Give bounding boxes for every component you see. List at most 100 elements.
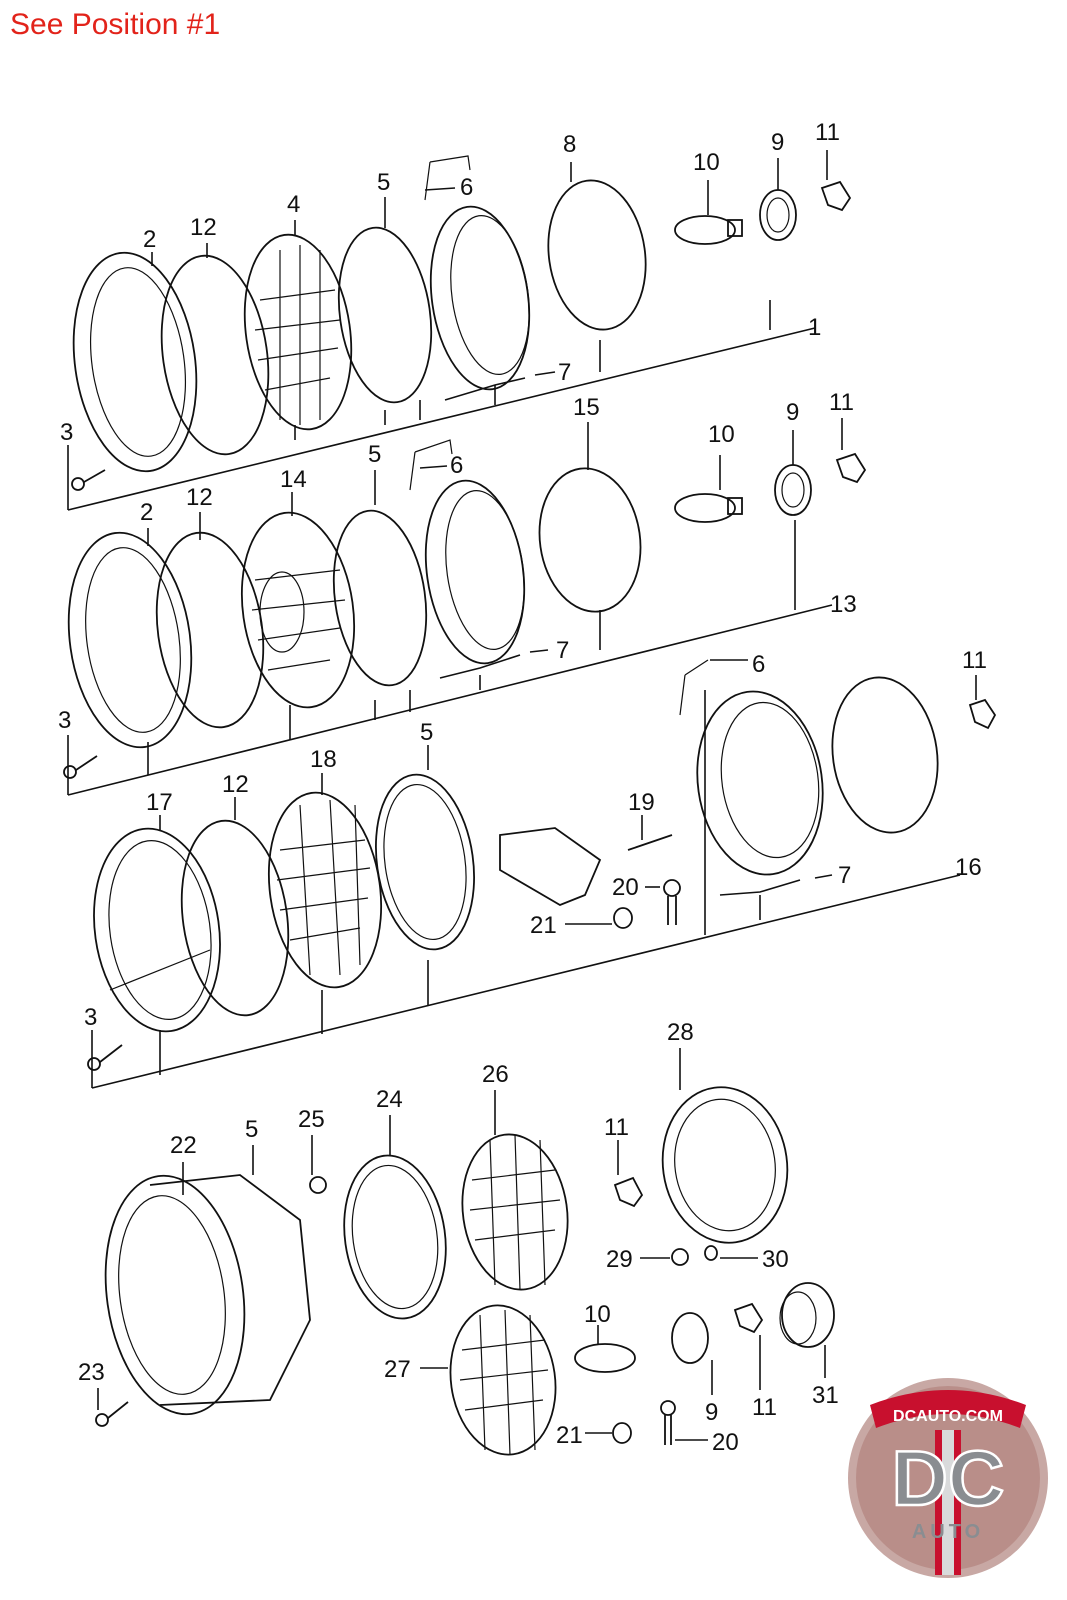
callout-11: 11 bbox=[815, 119, 840, 146]
page-title: See Position #1 bbox=[10, 8, 221, 41]
adjuster-19 bbox=[627, 834, 673, 851]
sealed-beam-27 bbox=[449, 1304, 557, 1456]
row-3-assembly bbox=[87, 659, 997, 1089]
seal-12c bbox=[180, 819, 290, 1017]
bulb-10c bbox=[574, 1343, 636, 1373]
callout-5: 5 bbox=[420, 719, 433, 746]
callout-1: 1 bbox=[808, 314, 821, 341]
seal-5c bbox=[375, 773, 475, 951]
callout-5: 5 bbox=[368, 441, 381, 468]
seal-12b bbox=[155, 531, 265, 729]
reflector-16 bbox=[831, 676, 939, 834]
callout-15: 15 bbox=[573, 394, 600, 421]
callout-19: 19 bbox=[628, 789, 655, 816]
reflector-8 bbox=[547, 179, 647, 331]
callout-4: 4 bbox=[287, 191, 300, 218]
row-2-assembly bbox=[63, 418, 867, 796]
callout-21: 21 bbox=[530, 912, 557, 939]
dcauto-logo: DCAUTO.COM DC AUTO bbox=[848, 1378, 1048, 1578]
callout-11: 11 bbox=[752, 1394, 777, 1421]
callout-7: 7 bbox=[558, 359, 571, 386]
bezel-22 bbox=[104, 1174, 246, 1416]
bracket-19 bbox=[499, 827, 602, 906]
sealed-beam-26 bbox=[461, 1133, 569, 1291]
seal-5d bbox=[149, 1174, 311, 1406]
callout-6: 6 bbox=[460, 174, 473, 201]
clip-11e bbox=[733, 1302, 764, 1334]
mount-28 bbox=[661, 1086, 789, 1244]
baseline-row-2 bbox=[67, 604, 833, 796]
callout-2: 2 bbox=[140, 499, 153, 526]
callout-30: 30 bbox=[762, 1246, 789, 1273]
reflector-15 bbox=[538, 467, 642, 613]
callout-29: 29 bbox=[606, 1246, 633, 1273]
screw-20b bbox=[660, 1400, 676, 1416]
callout-9: 9 bbox=[705, 1399, 718, 1426]
clip-11d bbox=[613, 1176, 644, 1208]
callout-6: 6 bbox=[450, 452, 463, 479]
clip-11c bbox=[968, 698, 997, 730]
callout-10: 10 bbox=[584, 1301, 611, 1328]
housing-6c bbox=[696, 690, 824, 876]
callout-3: 3 bbox=[60, 419, 73, 446]
screw-3c bbox=[99, 1044, 123, 1063]
callout-11: 11 bbox=[962, 647, 987, 674]
callout-16: 16 bbox=[955, 854, 982, 881]
nut-21b bbox=[612, 1422, 632, 1444]
callout-20: 20 bbox=[712, 1429, 739, 1456]
callout-24: 24 bbox=[376, 1086, 403, 1113]
trim-ring-17 bbox=[93, 827, 221, 1033]
clip-11b bbox=[835, 452, 867, 484]
logo-url-text: DCAUTO.COM bbox=[893, 1408, 1003, 1425]
callout-6: 6 bbox=[752, 651, 765, 678]
lens-18 bbox=[267, 791, 383, 989]
callout-7: 7 bbox=[556, 637, 569, 664]
callout-11: 11 bbox=[604, 1114, 629, 1141]
callout-5: 5 bbox=[377, 169, 390, 196]
callout-28: 28 bbox=[667, 1019, 694, 1046]
callout-10: 10 bbox=[693, 149, 720, 176]
socket-9c bbox=[671, 1312, 709, 1364]
callout-18: 18 bbox=[310, 746, 337, 773]
logo-dc-text: DC bbox=[892, 1434, 1005, 1522]
screw-29 bbox=[671, 1248, 689, 1266]
callout-27: 27 bbox=[384, 1356, 411, 1383]
callout-3: 3 bbox=[58, 707, 71, 734]
screw-25 bbox=[309, 1176, 327, 1194]
callout-5: 5 bbox=[245, 1116, 258, 1143]
callout-21: 21 bbox=[556, 1422, 583, 1449]
callout-12: 12 bbox=[222, 771, 249, 798]
callout-13: 13 bbox=[830, 591, 857, 618]
callout-12: 12 bbox=[186, 484, 213, 511]
bulb-10 bbox=[674, 215, 736, 245]
seal-5 bbox=[337, 226, 433, 404]
bulb-10b bbox=[674, 493, 736, 523]
seal-5b bbox=[332, 509, 428, 687]
callout-9: 9 bbox=[786, 399, 799, 426]
callout-20: 20 bbox=[612, 874, 639, 901]
callout-23: 23 bbox=[78, 1359, 105, 1386]
callout-labels: 8 10 9 11 4 5 6 12 2 1 7 3 15 10 9 11 14… bbox=[58, 119, 987, 1456]
logo-banner bbox=[870, 1390, 1026, 1428]
grommet-31 bbox=[781, 1282, 835, 1348]
lens-4 bbox=[243, 233, 353, 431]
row-4-assembly bbox=[95, 1048, 835, 1456]
nut-21 bbox=[613, 907, 633, 929]
callout-12: 12 bbox=[190, 214, 217, 241]
callout-14: 14 bbox=[280, 466, 307, 493]
screw-3b bbox=[75, 755, 98, 771]
callout-22: 22 bbox=[170, 1132, 197, 1159]
washer-30 bbox=[704, 1245, 718, 1261]
callout-9: 9 bbox=[771, 129, 784, 156]
callout-25: 25 bbox=[298, 1106, 325, 1133]
callout-31: 31 bbox=[812, 1382, 839, 1409]
seal-12 bbox=[160, 254, 270, 456]
logo-auto-text: AUTO bbox=[912, 1521, 984, 1543]
screw-3 bbox=[83, 469, 106, 483]
retaining-ring-24 bbox=[343, 1154, 447, 1320]
baseline-row-3 bbox=[91, 874, 961, 1089]
trim-ring-2b bbox=[67, 531, 193, 749]
screw-23 bbox=[107, 1401, 129, 1419]
callout-26: 26 bbox=[482, 1061, 509, 1088]
